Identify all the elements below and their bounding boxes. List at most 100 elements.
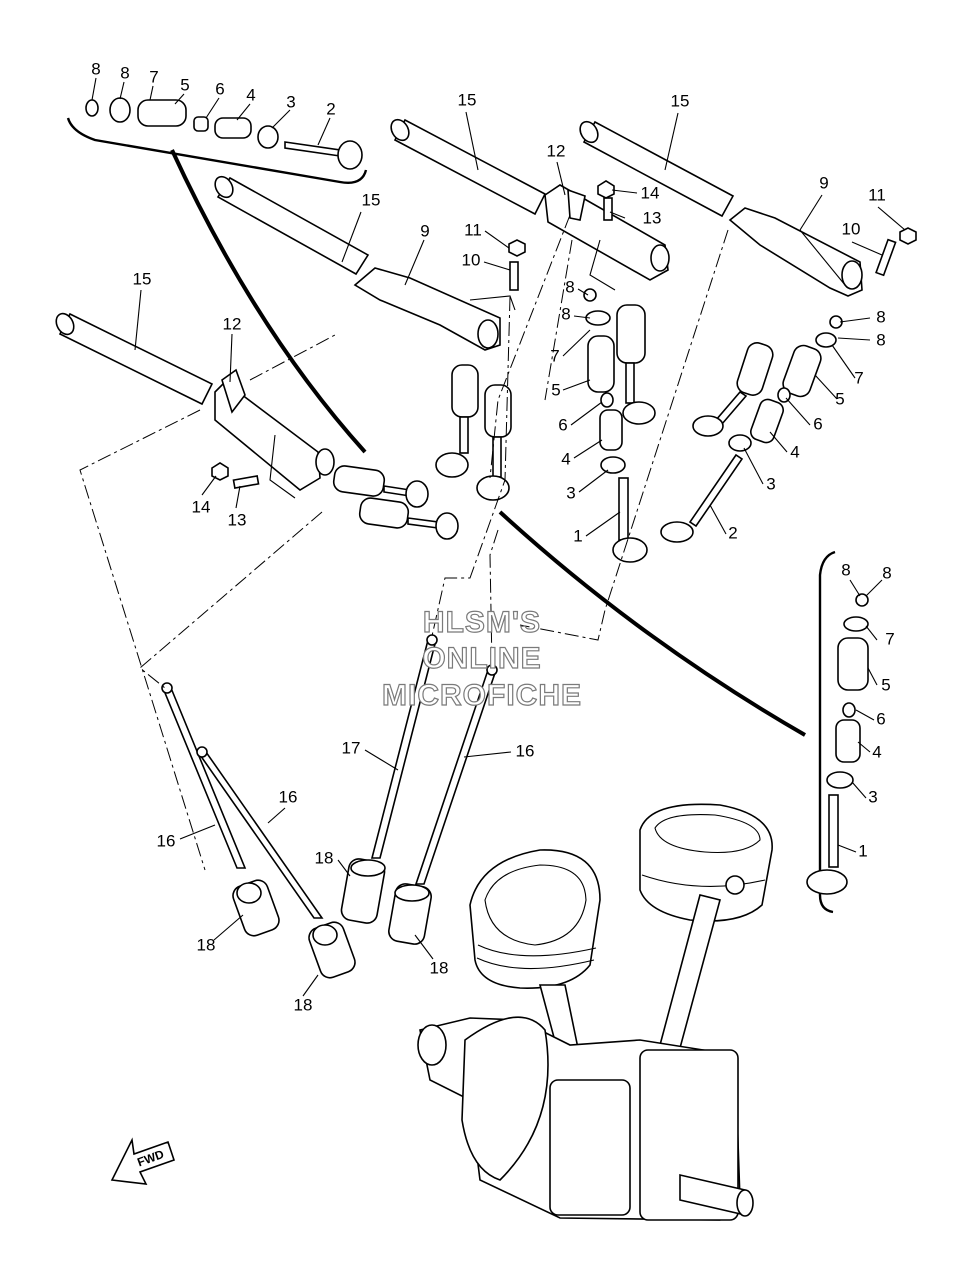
callout: 2: [326, 99, 335, 118]
connector-line-left: [170, 149, 367, 454]
callouts-rear-rocker: 15 12 14 13 15 9 11 10: [458, 90, 886, 238]
callouts-right-valve: 8 8 7 5 6 4 3 2: [728, 307, 885, 542]
rocker-shaft-front-left: [55, 312, 214, 406]
callout: 14: [641, 183, 660, 202]
callout: 11: [464, 220, 482, 239]
callout: 10: [842, 219, 861, 238]
lock-nut-14-rear: [597, 180, 615, 199]
callout: 8: [882, 563, 891, 582]
callout: 9: [420, 221, 429, 240]
lock-nut-11-front: [508, 239, 526, 257]
callout: 12: [223, 314, 242, 333]
right-group-bracket: [818, 550, 836, 914]
right-bracket-valve-parts: [806, 593, 869, 895]
callouts-push-rods: 17 16 16 16: [157, 738, 535, 850]
lock-nut-11-right: [899, 227, 917, 245]
callout: 7: [149, 67, 158, 86]
callout: 13: [228, 510, 247, 529]
callout: 4: [561, 449, 570, 468]
rocker-shaft-rear-left: [214, 175, 370, 276]
rocker-arm-front-9: [353, 267, 516, 351]
callout: 3: [868, 787, 877, 806]
callout: 8: [565, 277, 574, 296]
callout: 11: [868, 185, 886, 204]
callouts-lifters: 18 18 18 18: [197, 848, 449, 1014]
callouts-right-group: 8 8 7 5 6 4 3 1: [841, 560, 894, 860]
callout: 18: [294, 995, 313, 1014]
callout: 10: [462, 250, 481, 269]
piston-front: [469, 849, 601, 1061]
callouts-front-rocker: 15 9 11 10 15 12 14 13: [133, 190, 482, 529]
rocker-shaft-rear-center: [390, 118, 547, 216]
callout: 18: [315, 848, 334, 867]
callout: 16: [157, 831, 176, 850]
right-valve-group: [660, 315, 843, 543]
top-left-group-bracket: [66, 117, 368, 184]
callout: 7: [854, 368, 863, 387]
watermark: HLSM'S ONLINE MICROFICHE: [381, 605, 582, 712]
callout: 3: [566, 483, 575, 502]
rocker-arm-front-12: [214, 368, 335, 499]
push-rod-16-left-a: [161, 682, 247, 869]
callout: 17: [342, 738, 361, 757]
callout: 4: [246, 85, 255, 104]
piston-rear: [639, 803, 773, 1049]
rocker-arm-rear-9: [728, 207, 863, 297]
callout: 4: [790, 442, 799, 461]
adjuster-screw-13-left: [232, 475, 260, 489]
callout: 8: [876, 307, 885, 326]
lock-nut-14-left: [211, 462, 229, 481]
callout: 16: [516, 741, 535, 760]
callout: 5: [881, 675, 890, 694]
callout: 15: [458, 90, 477, 109]
watermark-line-2: ONLINE: [422, 642, 541, 675]
lifter-18-left-a: [232, 879, 280, 937]
callout: 18: [197, 935, 216, 954]
rocker-arm-rear-12: [544, 184, 670, 291]
push-rod-16-center: [414, 664, 498, 885]
lifter-18-left-b: [308, 921, 356, 979]
center-valve-group: [583, 288, 656, 563]
callout: 3: [286, 92, 295, 111]
callout: 1: [573, 526, 582, 545]
callout: 16: [279, 787, 298, 806]
front-valve-upper: [332, 465, 429, 508]
callout: 7: [550, 346, 559, 365]
callout: 15: [671, 91, 690, 110]
lifter-18-center-right: [388, 883, 432, 945]
lifter-18-center-left: [340, 858, 386, 924]
callout: 1: [858, 841, 867, 860]
watermark-line-1: HLSM'S: [423, 606, 541, 639]
adjuster-screw-10-right: [875, 238, 897, 277]
callout: 15: [362, 190, 381, 209]
callout: 5: [835, 389, 844, 408]
connector-line-right: [498, 510, 806, 737]
callout: 8: [120, 63, 129, 82]
callout: 6: [215, 79, 224, 98]
adjuster-screw-10-front: [509, 261, 519, 291]
callout: 13: [643, 208, 662, 227]
front-valve-vertical-1: [435, 364, 479, 478]
callout-leaders: [91, 77, 906, 997]
top-left-valve-parts: [85, 97, 363, 170]
callout: 14: [192, 497, 211, 516]
callout: 8: [841, 560, 850, 579]
callout: 6: [813, 414, 822, 433]
callout: 5: [551, 380, 560, 399]
push-rod-16-left-b: [196, 746, 324, 919]
watermark-line-3: MICROFICHE: [382, 679, 582, 712]
crankshaft-assembly: [417, 1016, 754, 1221]
alignment-lines: [79, 214, 729, 871]
callout: 8: [876, 330, 885, 349]
callout: 4: [872, 742, 881, 761]
callout: 18: [430, 958, 449, 977]
front-valve-vertical-2: [476, 384, 512, 501]
callout: 6: [558, 415, 567, 434]
callout: 3: [766, 474, 775, 493]
callout: 8: [91, 59, 100, 78]
callout: 7: [885, 629, 894, 648]
callout: 6: [876, 709, 885, 728]
callouts-center-valve: 8 8 7 5 6 4 3 1: [550, 277, 582, 545]
callout: 5: [180, 75, 189, 94]
